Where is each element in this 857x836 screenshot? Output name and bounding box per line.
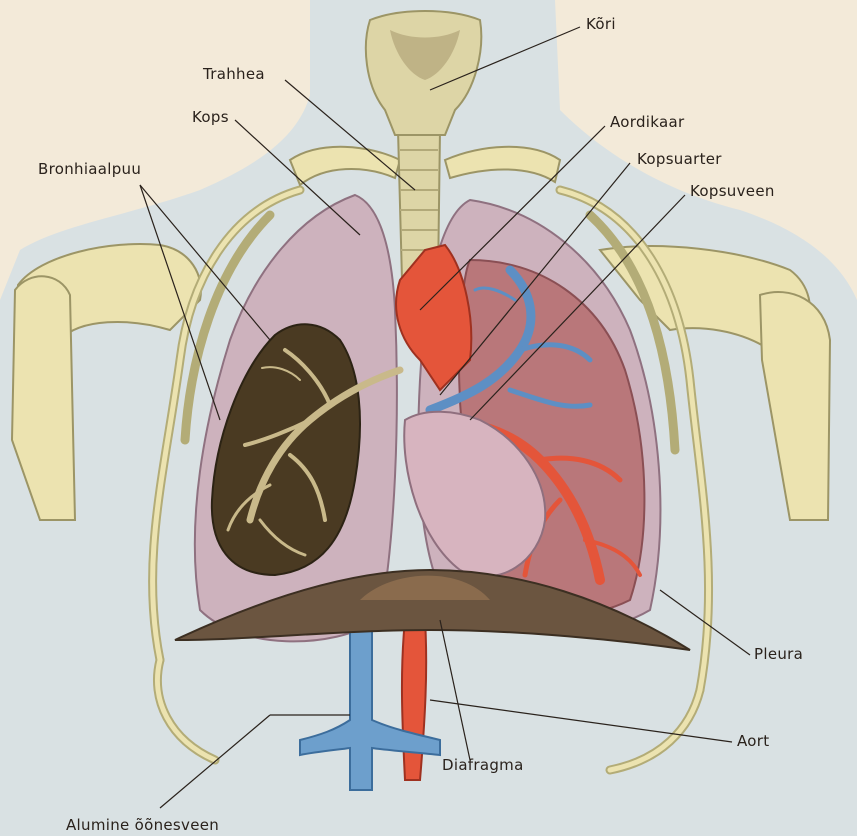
label-pleura: Pleura bbox=[754, 645, 803, 663]
label-lung: Kops bbox=[192, 108, 229, 126]
label-aortic-arch: Aordikaar bbox=[610, 113, 684, 131]
label-pulmonary-artery: Kopsuarter bbox=[637, 150, 722, 168]
label-bronchial-tree: Bronhiaalpuu bbox=[38, 160, 141, 178]
label-aorta: Aort bbox=[737, 732, 769, 750]
label-larynx: Kõri bbox=[586, 15, 616, 33]
label-trachea: Trahhea bbox=[203, 65, 265, 83]
label-diaphragm: Diafragma bbox=[442, 756, 524, 774]
label-inferior-vena-cava: Alumine õõnesveen bbox=[66, 816, 219, 834]
label-pulmonary-vein: Kopsuveen bbox=[690, 182, 775, 200]
descending-aorta bbox=[402, 620, 426, 780]
